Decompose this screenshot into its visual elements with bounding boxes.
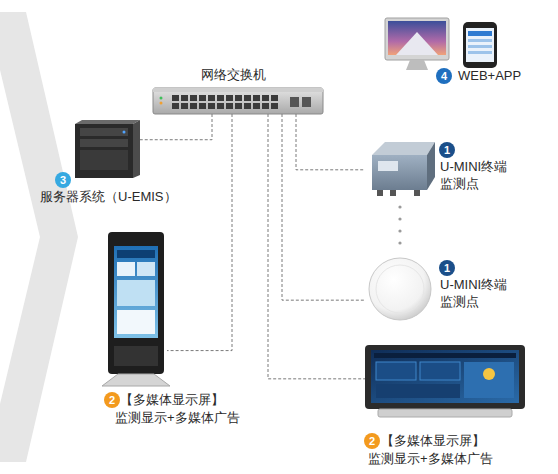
status-led [160,102,163,105]
display-heading: 【多媒体显示屏】 [120,391,224,408]
terminal-label: U-MINI终端 监测点 [440,158,540,192]
continuation-dots [398,205,401,244]
terminal-box-illustration [372,142,435,196]
drive-bay [80,150,128,170]
monitor-illustration [385,18,449,70]
mountain [396,32,438,55]
server-system: 3服务器系统（U-EMIS） [70,120,140,178]
kiosk-screen [114,246,158,338]
phone-bar [468,51,492,54]
callout-number: 1 [439,142,455,158]
tablet-display: 2【多媒体显示屏】监测显示+多媒体广告 [365,345,525,417]
server-front [75,124,133,178]
callout-number: 3 [55,172,71,188]
sfp-port [302,97,311,107]
callout-number: 1 [439,260,455,276]
screen-header [117,250,155,258]
network-cable [282,114,365,300]
display-description: 监测显示+多媒体广告 [115,409,240,426]
weather-icon [483,368,495,380]
kiosk-body [108,232,164,374]
switch-label: 网络交换机 [143,66,323,83]
terminal-monitor-point: 1U-MINI终端 监测点 [365,258,435,320]
screen-panel [117,280,155,306]
monitor-stand [406,60,428,70]
network-cable [268,114,365,379]
tablet-screen [371,350,519,403]
switch-body [153,88,323,114]
box-connector [377,190,383,196]
tablet-illustration [365,345,525,417]
kiosk-panel [114,346,158,366]
display-heading: 【多媒体显示屏】 [381,432,485,449]
phone-bar [468,39,492,42]
callout-number: 4 [436,68,452,84]
drive-bay [80,139,128,147]
network-cable [167,114,232,351]
dot [398,229,401,232]
box-label [378,161,398,171]
chevron-band [0,12,78,462]
kiosk-base [102,374,170,386]
drive-bay [80,128,128,136]
screen-panel [420,362,460,380]
chevron-notch [0,70,40,404]
dot [398,217,401,220]
phone-body [463,22,497,68]
status-led [123,131,126,134]
screen-panel [376,384,460,398]
status-led [160,97,163,100]
screen-panel [137,262,155,276]
dot [398,241,401,244]
terminal-label: U-MINI终端 监测点 [440,276,540,310]
screen-panel [117,310,155,334]
sensor-disc [369,258,431,320]
kiosk-illustration [102,232,170,386]
screen-panel [117,262,135,276]
phone-bar [468,31,492,36]
callout-number: 2 [364,433,380,449]
tablet-base [378,409,512,417]
phone-illustration [463,22,497,68]
client-label: WEB+APP [458,67,521,84]
network-switch: 网络交换机 [153,88,323,114]
callout-number: 2 [104,392,120,408]
monitor-frame [385,18,449,60]
switch-illustration [153,88,323,114]
screen-header [374,353,516,358]
screen-panel [464,362,514,398]
network-cable [140,114,212,140]
server-illustration [75,120,140,178]
box-top [372,142,435,155]
phone-bar [468,45,492,48]
monitor-screen [388,21,446,55]
round-sensor-illustration [369,258,431,320]
switch-top [153,88,323,92]
box-connector [390,190,396,196]
kiosk-display: 2【多媒体显示屏】监测显示+多媒体广告 [105,232,167,386]
sfp-port [290,97,299,107]
phone-screen [466,28,494,62]
box-side [427,142,435,190]
web-app-clients: 4WEB+APP [385,15,510,70]
dot [398,205,401,208]
screen-panel [376,362,416,380]
background-chevron [0,12,78,462]
sensor-ring [376,265,424,313]
box-front [372,155,427,190]
server-label: 服务器系统（U-EMIS） [40,188,177,205]
server-side [133,120,140,178]
network-cable [296,114,365,170]
server-top [75,120,140,124]
tablet-frame [365,345,525,409]
display-description: 监测显示+多媒体广告 [368,450,493,467]
terminal-monitor-point: 1U-MINI终端 监测点 [365,138,435,198]
switch-ports [172,95,280,109]
box-connector [414,190,420,196]
